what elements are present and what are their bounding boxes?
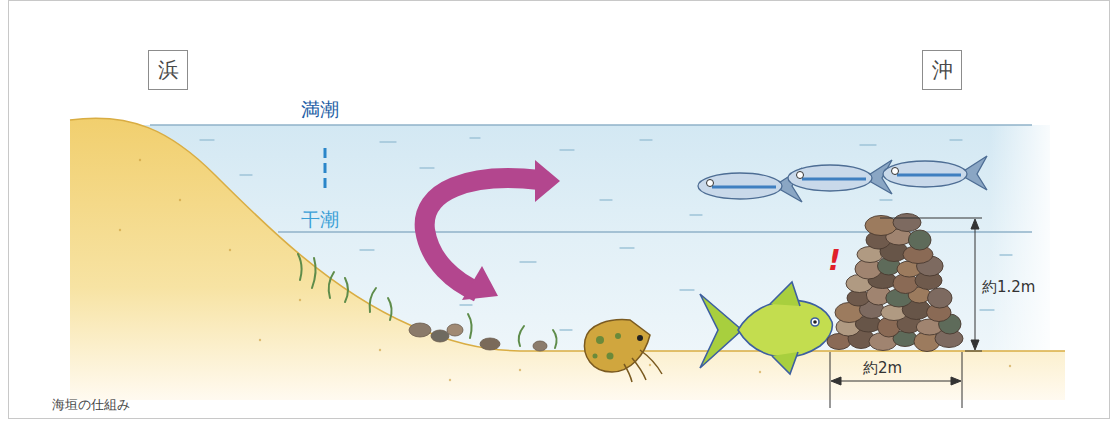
tide-range-line [324,148,327,192]
place-box: 浜 [148,50,188,90]
cuttlefish [584,320,662,382]
stone [908,230,931,250]
tide-label: 干潮 [301,209,339,230]
fish-stripe [712,186,776,189]
water-fade [990,120,1060,360]
place-label: 浜 [158,56,179,84]
frame [9,1,1110,419]
fish [788,160,892,194]
fish-body [698,173,782,199]
fish-school [698,156,987,202]
dimension-label: 約2m [863,360,902,377]
fish-eye [707,180,714,187]
water-flow-arrow [425,160,560,300]
high-tide-line [150,124,1032,126]
dimension-label: 約1.2m [982,279,1035,296]
slope-stones [409,323,547,351]
seaweed [298,254,557,348]
fish-body [788,165,872,191]
fish-eye [797,172,804,179]
stone-wall [827,214,963,352]
fish [698,168,802,202]
stone [928,288,952,308]
place-label: 沖 [932,56,953,84]
fish-stripe [802,178,866,181]
alert-mark: ! [828,246,841,277]
trevally-fish [700,282,832,374]
stone [893,214,921,232]
sand [70,118,1065,400]
sand-dots [119,159,1011,381]
seabed-line [70,118,1065,351]
fish-body [883,161,967,187]
place-box: 沖 [922,50,962,90]
tide-label: 満潮 [301,99,339,120]
fish-stripe [897,174,961,177]
caption: 海垣の仕組み [52,398,130,412]
fish [883,156,987,190]
fish-eye [892,168,899,175]
dimension-lines [830,218,982,408]
